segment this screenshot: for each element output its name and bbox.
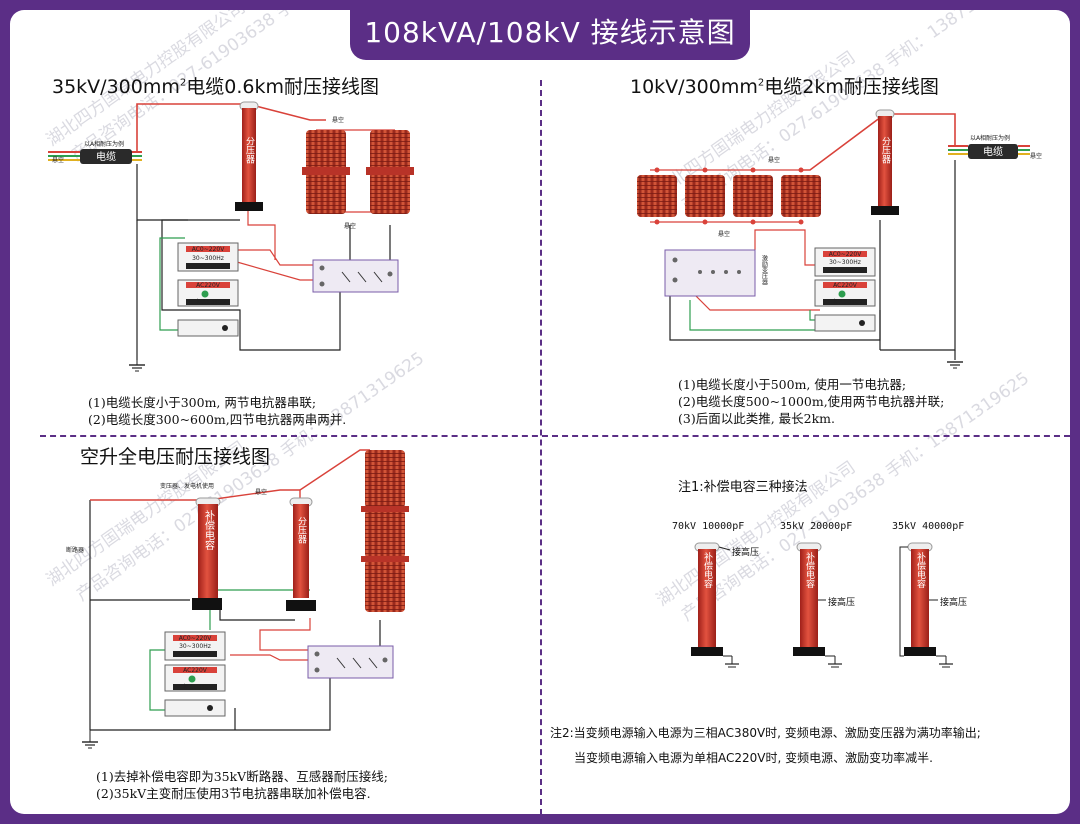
svg-text:30~300Hz: 30~300Hz [192,255,224,262]
q1-float-left: 悬空 [52,156,64,164]
svg-text:AC0~380V: AC0~380V [179,651,212,658]
q2-title: 10kV/300mm2电缆2km耐压接线图 [630,76,939,98]
svg-text:分压器: 分压器 [880,136,891,163]
q2-ground-icon [947,361,963,369]
q2-reactor-row: 悬空 悬空 [637,156,821,238]
svg-text:三相AC380V: 三相AC380V [827,298,864,306]
q3-title: 空升全电压耐压接线图 [80,446,271,468]
q3-control-box: AC0~220V 30~300Hz AC0~380V AC220V 三相AC38… [164,631,226,717]
svg-text:30~300Hz: 30~300Hz [829,259,861,266]
q2-cable: 电缆 以A相耐压为例 悬空 [948,134,1042,160]
svg-text:AC0~220V: AC0~220V [179,635,212,642]
q3-ground-icon [82,730,98,749]
cap-spec-3: 35kV 40000pF [892,521,965,532]
q4-note2: 注2:当变频电源输入电源为三相AC380V时, 变频电源、激励变压器为满功率输出… [550,726,981,765]
cap-spec-1: 70kV 10000pF [672,521,745,532]
q2-diagram: 电缆 以A相耐压为例 悬空 [637,109,1042,369]
svg-text:断路器: 断路器 [66,546,84,554]
content-panel: 湖北四方国瑞电力控股有限公司 产品咨询电话：027-61903638 手机：13… [10,10,1070,814]
q1-ground-icon [129,360,145,372]
svg-text:AC220V: AC220V [833,282,858,289]
svg-text:三相AC380V: 三相AC380V [190,298,227,306]
svg-text:电缆: 电缆 [983,145,1003,158]
svg-text:悬空: 悬空 [344,222,356,230]
svg-text:悬空: 悬空 [332,116,344,124]
q4-heading: 注1:补偿电容三种接法 [678,480,808,495]
cap-spec-2: 35kV 20000pF [780,521,853,532]
hv-label-1: 接高压 [732,548,760,558]
svg-text:AC0~220V: AC0~220V [192,246,225,253]
horizontal-divider [40,435,1070,437]
svg-text:AC220V: AC220V [183,667,208,674]
svg-text:变压器、发电机使用: 变压器、发电机使用 [160,482,214,490]
q1-notes: (1)电缆长度小于300m, 两节电抗器串联; (2)电缆长度300~600m,… [88,395,347,427]
svg-text:AC0~380V: AC0~380V [192,263,225,270]
svg-text:AC220V: AC220V [196,282,221,289]
hv-label-2: 接高压 [828,598,856,608]
svg-text:悬空: 悬空 [255,488,267,496]
svg-text:30~300Hz: 30~300Hz [179,643,211,650]
svg-text:补偿电容: 补偿电容 [804,551,815,589]
q2-exciter-panel: 激励变压器 [664,249,768,297]
q1-control-box: AC0~220V 30~300Hz AC0~380V AC220V 三相AC38… [177,242,239,337]
q1-diagram: 电缆 以A相耐压为例 悬空 [48,101,414,372]
svg-text:补偿电容: 补偿电容 [915,551,926,589]
q1-cable-label: 电缆 [96,150,116,163]
q1-switch-panel [312,259,399,293]
q1-voltage-divider: 分压器 [235,101,263,211]
q3-reactor-column [361,450,409,612]
svg-text:悬空: 悬空 [1030,152,1042,160]
q4-capacitor-3: 补偿电容 [899,542,953,668]
q2-voltage-divider: 分压器 [871,109,899,215]
svg-text:补偿电容: 补偿电容 [203,509,215,551]
q2-notes: (1)电缆长度小于500m, 使用一节电抗器; (2)电缆长度500~1000m… [678,377,945,426]
svg-text:三相AC380V: 三相AC380V [177,683,214,691]
vertical-divider [540,80,542,814]
q3-voltage-divider: 分压器 [286,497,316,611]
q1-cable-caption: 以A相耐压为例 [84,140,124,148]
svg-text:以A相耐压为例: 以A相耐压为例 [970,134,1010,142]
q4-capacitor-1: 补偿电容 [691,542,739,668]
q2-control-box: AC0~220V 30~300Hz AC0~380V AC220V 三相AC38… [814,247,876,332]
svg-text:激励变压器: 激励变压器 [761,254,768,286]
q1-reactor-stack: 悬空 悬空 [302,116,414,230]
q3-diagram: 断路器 变压器、发电机使用 悬空 补偿电容 [66,449,409,749]
q1-cable: 电缆 以A相耐压为例 悬空 [48,140,142,164]
svg-text:分压器: 分压器 [244,136,255,163]
hv-label-3: 接高压 [940,598,968,608]
page-title: 108kVA/108kV 接线示意图 [350,10,750,60]
q1-title: 35kV/300mm2电缆0.6km耐压接线图 [52,76,379,98]
wiring-diagram: 电缆 以A相耐压为例 悬空 [48,101,1042,749]
q3-compensation-capacitor: 补偿电容 [192,497,222,610]
svg-text:悬空: 悬空 [718,230,730,238]
q3-switch-panel [307,645,394,679]
svg-text:补偿电容: 补偿电容 [702,551,713,589]
svg-text:AC0~380V: AC0~380V [829,267,862,274]
svg-text:悬空: 悬空 [768,156,780,164]
q3-notes: (1)去掉补偿电容即为35kV断路器、互感器耐压接线; (2)35kV主变耐压使… [96,769,388,801]
svg-text:AC0~220V: AC0~220V [829,251,862,258]
svg-text:分压器: 分压器 [296,516,307,543]
q4-capacitor-2: 补偿电容 [793,542,842,668]
